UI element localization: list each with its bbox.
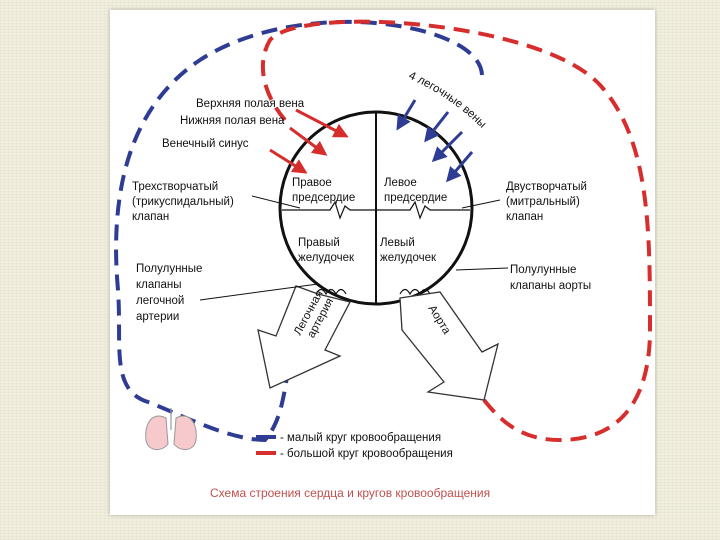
pulmonary-artery-arrow <box>257 285 351 389</box>
right-atrium-label-1: Правое <box>292 177 332 189</box>
tricuspid-label-3: клапан <box>132 211 169 223</box>
mitral-leader <box>461 199 501 209</box>
coronary-sinus-arrow <box>269 148 308 174</box>
tricuspid-leader <box>251 195 301 209</box>
tricuspid-label-1: Трехстворчатый <box>132 181 218 193</box>
legend-small-circle-label: - малый круг кровообращения <box>280 432 441 444</box>
left-atrium-label-2: предсердие <box>384 192 447 204</box>
right-ventricle-label-2: желудочек <box>298 252 355 264</box>
left-av-valve-line <box>376 200 470 220</box>
pulmonary-valve-cusps <box>315 288 347 296</box>
diagram-caption: Схема строения сердца и кругов кровообра… <box>210 486 490 500</box>
pulmonary-valves-leader <box>199 283 319 301</box>
right-atrium-label-2: предсердие <box>292 192 355 204</box>
superior-vena-cava-label: Верхняя полая вена <box>196 98 305 110</box>
coronary-sinus-label: Венечный синус <box>162 138 249 150</box>
tricuspid-label-2: (трикуспидальный) <box>132 196 234 208</box>
legend-large-circle-label: - большой круг кровообращения <box>280 448 453 460</box>
pulmonary-vein-arrow-4 <box>446 151 474 183</box>
pulmonary-valves-label-3: легочной <box>136 295 184 307</box>
left-atrium-label-1: Левое <box>384 177 417 189</box>
superior-vena-cava-arrow <box>295 108 349 138</box>
mitral-label-1: Двустворчатый <box>506 181 587 193</box>
inferior-vena-cava-label: Нижняя полая вена <box>180 115 285 127</box>
aortic-valves-leader <box>455 267 509 271</box>
mitral-label-2: (митральный) <box>506 196 580 208</box>
pulmonary-vein-arrow-3 <box>431 130 464 163</box>
pulmonary-valves-label-1: Полулунные <box>136 263 202 275</box>
right-ventricle-label-1: Правый <box>298 237 340 249</box>
aortic-valves-label-1: Полулунные <box>510 264 576 276</box>
left-ventricle-label-2: желудочек <box>380 252 437 264</box>
large-circle-path <box>260 19 653 443</box>
pulmonary-valves-label-4: артерии <box>136 311 179 323</box>
pulmonary-vein-arrow-1 <box>396 99 417 131</box>
right-av-valve-line <box>282 200 376 220</box>
mitral-label-3: клапан <box>506 211 543 223</box>
left-ventricle-label-1: Левый <box>380 237 415 249</box>
pulmonary-vein-arrow-2 <box>424 111 450 143</box>
pulmonary-valves-label-2: клапаны <box>136 279 182 291</box>
aorta-arrow <box>399 291 499 401</box>
aortic-valves-label-2: клапаны аорты <box>510 280 591 292</box>
inferior-vena-cava-arrow <box>289 126 328 156</box>
small-circle-path <box>114 19 484 443</box>
lungs-icon <box>145 408 197 450</box>
aortic-valve-cusps <box>399 288 431 296</box>
